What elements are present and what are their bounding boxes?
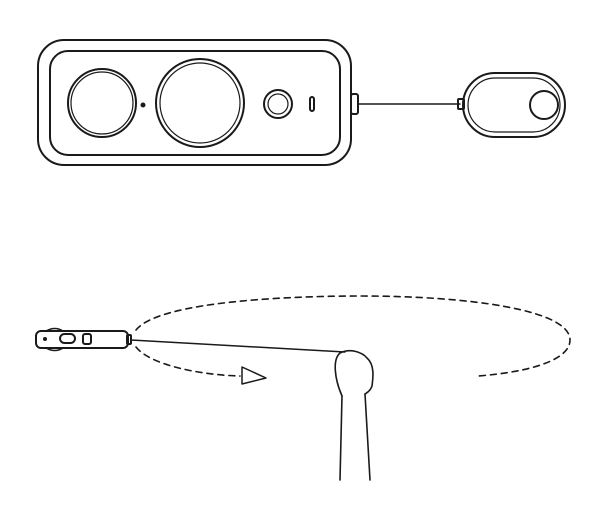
shutter-button-inner <box>267 93 289 115</box>
lens-center-inner <box>159 62 241 144</box>
microphone-dot <box>140 102 146 108</box>
hand-fist <box>334 350 374 397</box>
remote-control-inner <box>467 77 561 133</box>
indicator-slot <box>309 96 315 112</box>
swing-motion <box>35 295 571 481</box>
lens-left <box>67 68 137 138</box>
camera-side-slot <box>59 333 76 344</box>
dashed-orbit-top <box>135 295 571 377</box>
camera-with-remote <box>37 39 566 166</box>
direction-arrow-icon <box>241 366 267 385</box>
camera-lens-bumps <box>45 327 64 352</box>
arm <box>339 393 371 481</box>
remote-control <box>462 72 566 138</box>
camera-mic-dot <box>43 337 47 341</box>
tether-line <box>130 339 346 353</box>
remote-button-icon <box>529 90 559 120</box>
connector <box>350 93 359 115</box>
camera-side-button <box>82 333 92 345</box>
shutter-button-icon <box>263 89 293 119</box>
lens-center <box>155 58 245 148</box>
camera-body-inner <box>49 50 341 156</box>
lens-left-inner <box>70 71 134 135</box>
dashed-orbit-bottom <box>135 346 241 377</box>
